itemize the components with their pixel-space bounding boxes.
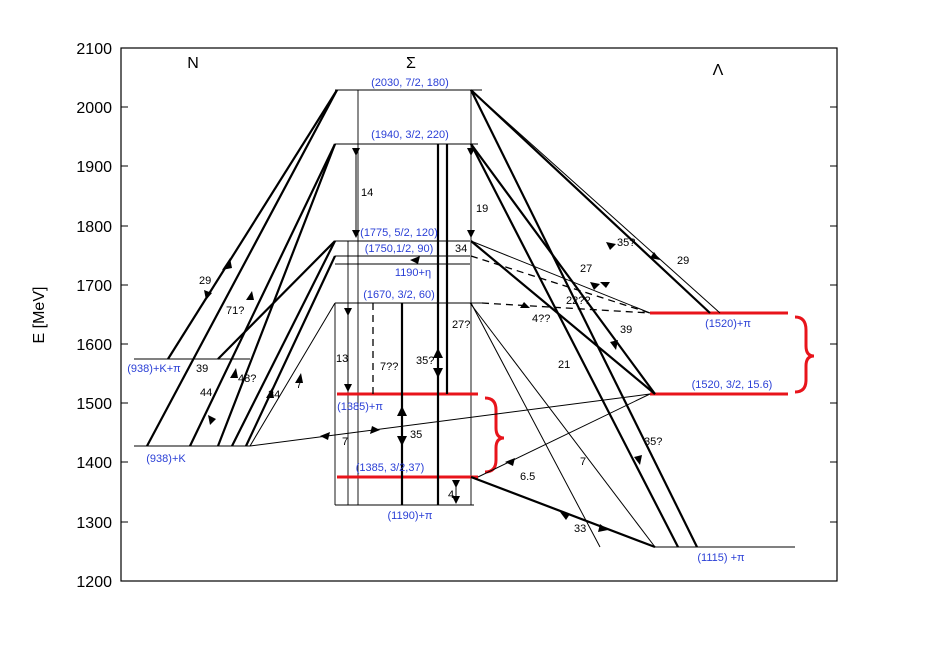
rate-34a: 34 [268, 389, 280, 401]
rate-7d: 7 [580, 456, 586, 468]
rate-35a: 35? [416, 355, 434, 367]
rate-35d: 35? [644, 436, 662, 448]
label-s1775: (1775, 5/2, 120) [360, 227, 438, 239]
label-s1385: (1385, 3/2,37) [356, 462, 425, 474]
rate-39a: 39 [196, 363, 208, 375]
y-tick-labels: 2100 2000 1900 1800 1700 1600 1500 1400 … [76, 41, 112, 591]
label-l1520pi: (1520)+π [705, 318, 751, 330]
column-label-sigma: Σ [406, 55, 416, 72]
rate-4b: 4?? [532, 313, 550, 325]
highlight-levels [337, 311, 788, 479]
rate-35c: 35? [617, 237, 635, 249]
rate-71: 71? [226, 305, 244, 317]
label-s1670: (1670, 3/2, 60) [363, 289, 435, 301]
rate-13: 13 [336, 353, 348, 365]
rate-44: 44 [200, 387, 212, 399]
rate-19: 19 [476, 203, 488, 215]
rate-27a: 27? [452, 319, 470, 331]
rate-29b: 29 [677, 255, 689, 267]
plot-frame [120, 47, 838, 582]
label-s1190eta: 1190+η [395, 267, 431, 279]
label-l1520: (1520, 3/2, 15.6) [692, 379, 773, 391]
rate-22: 22?? [566, 295, 590, 307]
label-n938kpi: (938)+K+π [127, 363, 181, 375]
label-l1115pi: (1115) +π [697, 552, 745, 564]
rate-4a: 4 [448, 489, 454, 501]
rate-labels: 29 71? 39 44 48? 34 7 14 19 34 13 7?? 35… [196, 187, 689, 535]
rate-29a: 29 [199, 275, 211, 287]
ytick-1700: 1700 [76, 278, 112, 295]
rate-14: 14 [361, 187, 373, 199]
rate-48: 48? [238, 373, 256, 385]
ytick-1800: 1800 [76, 219, 112, 236]
ytick-1500: 1500 [76, 396, 112, 413]
energy-levels [134, 89, 795, 548]
dashed-transitions [372, 255, 651, 394]
ytick-2000: 2000 [76, 100, 112, 117]
column-label-lambda: Λ [713, 62, 724, 79]
column-label-n: N [187, 55, 199, 72]
label-s2030: (2030, 7/2, 180) [371, 77, 449, 89]
rate-35b: 35 [410, 429, 422, 441]
rate-7c: 7 [342, 436, 348, 448]
line-arrowheads [204, 242, 660, 532]
ytick-2100: 2100 [76, 41, 112, 58]
brace-lambda-1520 [794, 315, 815, 394]
rate-7b: 7?? [380, 361, 398, 373]
thin-transitions [249, 89, 721, 548]
rate-34b: 34 [455, 243, 467, 255]
rate-7a: 7 [296, 379, 302, 391]
level-labels: (2030, 7/2, 180) (1940, 3/2, 220) (1775,… [127, 77, 772, 564]
rate-6: 6.5 [520, 471, 535, 483]
rate-arrows [344, 148, 475, 504]
label-n938k: (938)+K [146, 453, 186, 465]
y-axis-title: E [MeV] [31, 287, 48, 344]
thick-transitions [146, 89, 711, 549]
rate-27b: 27 [580, 263, 592, 275]
label-s1750: (1750,1/2, 90) [365, 243, 434, 255]
rate-39b: 39 [620, 324, 632, 336]
ytick-1200: 1200 [76, 574, 112, 591]
label-s1940: (1940, 3/2, 220) [371, 129, 449, 141]
ytick-1400: 1400 [76, 455, 112, 472]
rate-33: 33 [574, 523, 586, 535]
label-s1385pi: (1385)+π [337, 401, 383, 413]
brace-sigma-1385 [484, 396, 505, 474]
ytick-1900: 1900 [76, 159, 112, 176]
y-ticks [121, 47, 837, 582]
ytick-1600: 1600 [76, 337, 112, 354]
label-s1190pi: (1190)+π [388, 510, 433, 522]
rate-21: 21 [558, 359, 570, 371]
ytick-1300: 1300 [76, 515, 112, 532]
